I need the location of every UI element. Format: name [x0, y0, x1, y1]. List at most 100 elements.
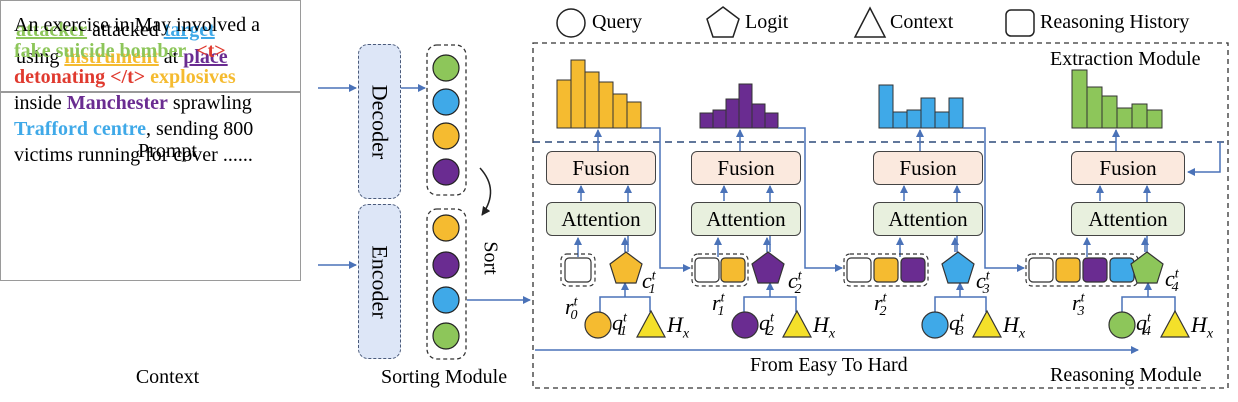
var-sub: 1	[717, 304, 725, 320]
attention-block-1: Attention	[546, 202, 656, 236]
var-sup: t	[1080, 290, 1085, 306]
var-sub: x	[682, 326, 690, 342]
context-line: victims running for cover ......	[14, 144, 253, 166]
context-line: inside Manchester sprawling	[14, 90, 260, 116]
var-sup: t	[720, 290, 725, 306]
var-sub: 1	[619, 324, 627, 340]
var-c: c	[642, 268, 652, 293]
logit-label-1: ct1	[642, 268, 656, 298]
sorted-purple-circle	[432, 251, 460, 279]
query-blue-icon	[921, 311, 949, 339]
var-sub: x	[1018, 326, 1026, 342]
context-line: detonating </t> explosives	[14, 64, 260, 90]
decoded-purple-circle	[432, 158, 460, 186]
query-label-4: qt4	[1136, 310, 1151, 340]
sorted-green-circle	[432, 322, 460, 350]
prompt-caption: Prompt	[138, 140, 197, 162]
reasoning-module-label: Reasoning Module	[1050, 364, 1202, 386]
context-place: Manchester	[66, 92, 168, 114]
query-label-3: qt3	[949, 310, 964, 340]
sorted-column	[426, 208, 467, 360]
var-sup: t	[651, 268, 656, 284]
var-sup: t	[985, 268, 990, 284]
context-label-4: Hx	[1191, 312, 1213, 342]
logit-blue-icon	[941, 251, 975, 284]
sorted-yellow-circle	[432, 214, 460, 242]
var-sub: x	[828, 326, 836, 342]
histogram-yellow	[556, 59, 642, 129]
legend-context-label: Context	[890, 11, 954, 33]
logit-yellow-icon	[609, 251, 643, 284]
var-sub: 1	[648, 282, 656, 298]
var-r: r	[565, 294, 574, 319]
attention-block-2: Attention	[691, 202, 801, 236]
prompt-text: attacked	[87, 19, 164, 41]
decoder-label: Decoder	[367, 84, 393, 159]
prompt-target: target	[163, 19, 215, 41]
var-sup: t	[770, 310, 774, 326]
context-triangle-icon	[971, 309, 1003, 338]
history-group-1	[691, 253, 749, 287]
var-sub: 0	[570, 308, 578, 324]
context-text: inside	[14, 92, 67, 114]
var-sup: t	[1174, 266, 1179, 282]
legend-history-label: Reasoning History	[1040, 11, 1190, 33]
sorted-blue-circle	[432, 286, 460, 314]
prompt-box: attacker attacked target using instrumen…	[0, 0, 301, 92]
prompt-line-2: using instrument at place	[16, 44, 228, 70]
logit-label-2: ct2	[788, 268, 802, 298]
var-sub: 2	[794, 282, 802, 298]
var-q: q	[759, 310, 770, 335]
context-line: Trafford centre, sending 800	[14, 116, 260, 142]
history-box-empty	[564, 257, 592, 283]
var-H: H	[1003, 312, 1019, 337]
context-line: An exercise in May involved a	[14, 14, 261, 36]
query-yellow-icon	[584, 311, 612, 339]
context-text: , sending 800	[145, 118, 254, 140]
query-label-2: qt2	[759, 310, 774, 340]
history-label-2: rt2	[874, 290, 886, 320]
logit-label-4: ct4	[1165, 266, 1179, 296]
var-sup: t	[960, 310, 964, 326]
context-line: fake suicide bomber <t>	[14, 38, 260, 64]
query-green-icon	[1108, 311, 1136, 339]
history-box-purple	[900, 257, 926, 283]
context-box: An exercise in May involved a fake suici…	[0, 14, 301, 281]
context-triangle-icon	[781, 309, 813, 338]
sort-arrow	[479, 167, 492, 216]
legend-history-icon	[1005, 9, 1035, 37]
sorting-module-label: Sorting Module	[381, 366, 508, 388]
prompt-instrument: instrument	[64, 46, 159, 68]
prompt-place: place	[183, 46, 228, 68]
history-box-yellow	[1055, 257, 1081, 283]
var-sub: 2	[879, 304, 887, 320]
var-sub: 4	[1171, 280, 1179, 296]
fusion-block-4: Fusion	[1071, 151, 1185, 185]
decoded-yellow-circle	[432, 122, 460, 150]
var-sup: t	[1147, 310, 1151, 326]
var-H: H	[813, 312, 829, 337]
context-instrument: explosives	[145, 66, 236, 88]
var-sup: t	[882, 290, 887, 306]
context-text: sprawling	[167, 92, 252, 114]
history-box-blue	[1109, 257, 1135, 283]
var-H: H	[667, 312, 683, 337]
var-H: H	[1191, 312, 1207, 337]
var-r: r	[874, 290, 883, 315]
var-q: q	[612, 310, 623, 335]
context-label-1: Hx	[667, 312, 689, 342]
var-sub: x	[1206, 326, 1214, 342]
decoded-column	[426, 44, 467, 196]
history-box-empty	[846, 257, 872, 283]
context-label-2: Hx	[813, 312, 835, 342]
encoder-block: Encoder	[358, 204, 401, 359]
var-r: r	[712, 290, 721, 315]
var-sub: 3	[982, 282, 990, 298]
var-sub: 3	[956, 324, 964, 340]
logit-label-3: ct3	[976, 268, 990, 298]
history-box-empty	[694, 257, 720, 283]
prompt-text: using	[16, 46, 65, 68]
histogram-green	[1071, 69, 1163, 129]
context-triangle-icon	[635, 309, 667, 338]
query-purple-icon	[731, 311, 759, 339]
